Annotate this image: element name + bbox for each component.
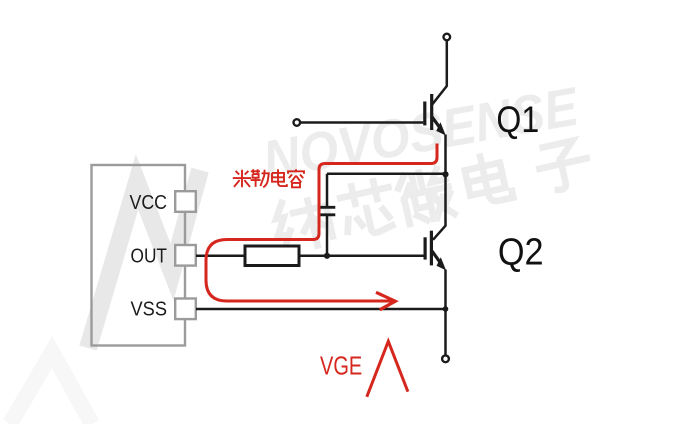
svg-text:VGE: VGE	[320, 352, 362, 380]
svg-text:Q2: Q2	[498, 232, 544, 274]
svg-text:VSS: VSS	[131, 298, 168, 321]
svg-text:OUT: OUT	[131, 245, 168, 268]
svg-text:VCC: VCC	[130, 191, 168, 214]
svg-text:Q1: Q1	[496, 99, 539, 140]
